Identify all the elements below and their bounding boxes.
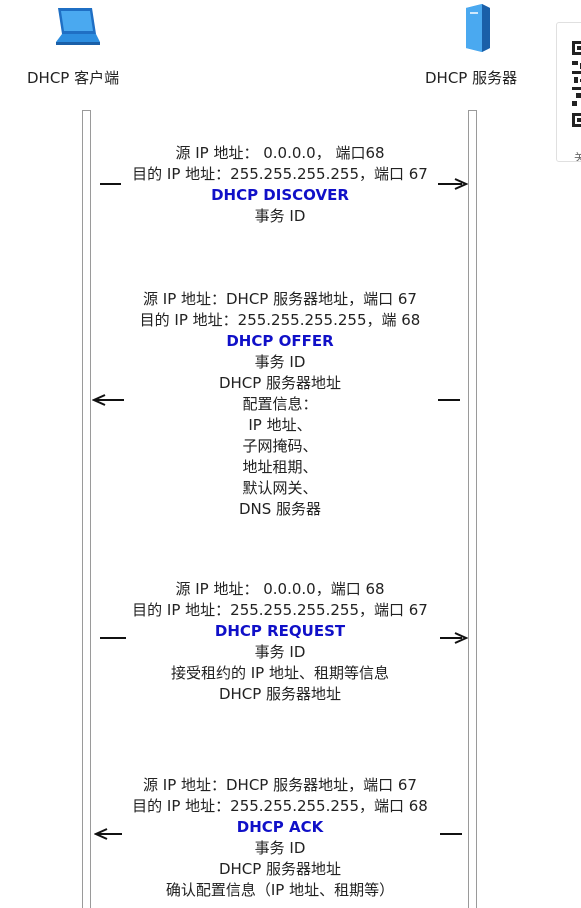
offer-arrow-tail — [438, 399, 460, 401]
discover-message: 源 IP 地址： 0.0.0.0， 端口68 目的 IP 地址：255.255.… — [100, 143, 460, 227]
offer-body-line: DNS 服务器 — [238, 500, 322, 518]
request-body-line: 接受租约的 IP 地址、租期等信息 — [170, 664, 389, 682]
computer-icon — [56, 8, 100, 45]
server-icon — [466, 4, 490, 52]
offer-body-line: DHCP 服务器地址 — [218, 374, 342, 392]
discover-arrow-tail — [100, 183, 121, 185]
offer-body-line: 默认网关、 — [242, 479, 318, 497]
server-label: DHCP 服务器 — [425, 69, 518, 87]
offer-message: 源 IP 地址：DHCP 服务器地址，端口 67 目的 IP 地址：255.25… — [100, 289, 460, 520]
offer-title: DHCP OFFER — [226, 332, 334, 350]
discover-arrow-head — [438, 178, 468, 190]
offer-body-line: 事务 ID — [254, 353, 306, 371]
discover-dest-line: 目的 IP 地址：255.255.255.255，端口 67 — [132, 165, 428, 183]
ack-body-line: 事务 ID — [254, 839, 306, 857]
offer-body-line: 地址租期、 — [242, 458, 318, 476]
discover-body-line: 事务 ID — [254, 207, 306, 225]
discover-title: DHCP DISCOVER — [211, 186, 349, 204]
offer-source-line: 源 IP 地址：DHCP 服务器地址，端口 67 — [143, 290, 417, 308]
request-body-line: DHCP 服务器地址 — [218, 685, 342, 703]
offer-dest-line: 目的 IP 地址：255.255.255.255，端 68 — [139, 311, 421, 329]
offer-body-line: 子网掩码、 — [242, 437, 318, 455]
request-dest-line: 目的 IP 地址：255.255.255.255，端口 67 — [132, 601, 428, 619]
ack-arrow-head — [94, 828, 122, 840]
ack-body-line: DHCP 服务器地址 — [218, 860, 342, 878]
qr-code-icon — [572, 41, 581, 127]
offer-body-line: 配置信息： — [242, 395, 318, 413]
ack-message: 源 IP 地址：DHCP 服务器地址，端口 67 目的 IP 地址：255.25… — [100, 775, 460, 901]
ack-body-line: 确认配置信息（IP 地址、租期等） — [165, 881, 395, 899]
client-label: DHCP 客户端 — [27, 69, 120, 87]
request-arrow-tail — [100, 637, 126, 639]
side-card-text: 关 — [574, 149, 581, 161]
ack-dest-line: 目的 IP 地址：255.255.255.255，端口 68 — [132, 797, 428, 815]
ack-title: DHCP ACK — [236, 818, 324, 836]
server-lifeline — [468, 110, 477, 908]
request-title: DHCP REQUEST — [214, 622, 346, 640]
ack-arrow-tail — [440, 833, 462, 835]
offer-arrow-head — [92, 394, 124, 406]
request-body-line: 事务 ID — [254, 643, 306, 661]
side-qr-card[interactable]: 关 — [556, 22, 581, 162]
discover-source-line: 源 IP 地址： 0.0.0.0， 端口68 — [175, 144, 385, 162]
ack-source-line: 源 IP 地址：DHCP 服务器地址，端口 67 — [143, 776, 417, 794]
client-lifeline — [82, 110, 91, 908]
request-message: 源 IP 地址： 0.0.0.0，端口 68 目的 IP 地址：255.255.… — [100, 579, 460, 705]
request-source-line: 源 IP 地址： 0.0.0.0，端口 68 — [175, 580, 385, 598]
offer-body-line: IP 地址、 — [248, 416, 312, 434]
request-arrow-head — [440, 632, 468, 644]
